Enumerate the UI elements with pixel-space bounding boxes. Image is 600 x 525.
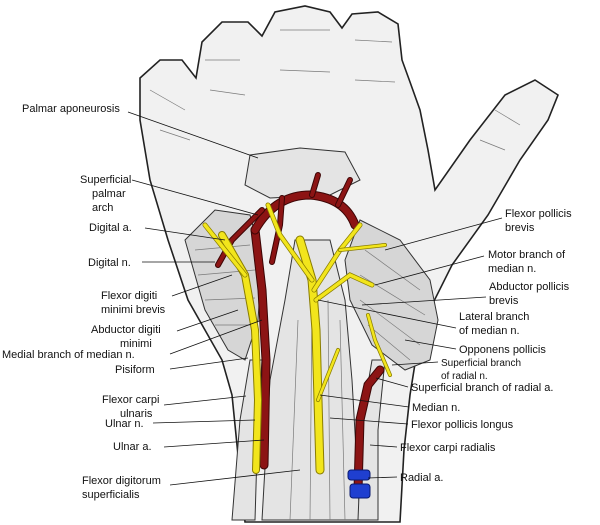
label-flexor-pollicis-brevis: Flexor pollicis [505, 208, 572, 220]
label-flexor-digiti-minimi-brevis: Flexor digiti [101, 290, 157, 302]
label-flexor-digiti-minimi-brevis-2: minimi brevis [101, 304, 166, 316]
radial-artery [353, 365, 385, 495]
label-abductor-pollicis-brevis-2: brevis [489, 295, 519, 307]
label-motor-branch-median-n: Motor branch of [488, 249, 566, 261]
label-median-n: Median n. [412, 402, 460, 414]
label-opponens-pollicis: Opponens pollicis [459, 344, 546, 356]
ulnar-artery [250, 225, 271, 470]
ulnar-nerve [202, 222, 263, 474]
label-lateral-branch-median-n: Lateral branch [459, 311, 529, 323]
label-lateral-branch-median-n-2: of median n. [459, 325, 520, 337]
label-ulnar-a: Ulnar a. [113, 441, 152, 453]
thenar-muscles [344, 219, 439, 371]
label-flexor-digitorum-superficialis: Flexor digitorum [82, 475, 161, 487]
leader-lines [127, 111, 503, 486]
label-ulnar-n: Ulnar n. [105, 418, 144, 430]
label-abductor-digiti-minimi: Abductor digiti [91, 324, 161, 336]
hypothenar-muscles [184, 209, 263, 361]
finger-detail [149, 29, 521, 151]
label-superficial-branch-radial-n: Superficial branch [441, 358, 521, 369]
label-superficial-palmar-arch-2: palmar [92, 188, 126, 200]
label-flexor-pollicis-brevis-2: brevis [505, 222, 535, 234]
median-nerve [265, 202, 387, 475]
label-flexor-carpi-ulnaris: Flexor carpi [102, 394, 159, 406]
label-palmar-aponeurosis: Palmar aponeurosis [22, 103, 120, 115]
label-pisiform: Pisiform [115, 364, 155, 376]
label-flexor-carpi-radialis: Flexor carpi radialis [400, 442, 496, 454]
label-flexor-digitorum-superficialis-2: superficialis [82, 489, 140, 501]
label-radial-a: Radial a. [400, 472, 443, 484]
digital-arteries [215, 172, 353, 268]
label-motor-branch-median-n-2: median n. [488, 263, 536, 275]
label-superficial-palmar-arch: Superficial [80, 174, 131, 186]
label-digital-n: Digital n. [88, 257, 131, 269]
label-flexor-pollicis-longus: Flexor pollicis longus [411, 419, 514, 431]
label-superficial-palmar-arch-3: arch [92, 202, 113, 214]
radial-vein [347, 469, 371, 499]
label-flexor-carpi-ulnaris-2: ulnaris [120, 408, 153, 420]
label-superficial-branch-radial-n-2: of radial n. [441, 371, 488, 382]
label-medial-branch-median-n: Medial branch of median n. [2, 349, 135, 361]
label-abductor-pollicis-brevis: Abductor pollicis [489, 281, 570, 293]
label-abductor-digiti-minimi-2: minimi [120, 338, 152, 350]
superficial-radial-nerve [366, 313, 392, 377]
label-digital-a: Digital a. [89, 222, 132, 234]
label-superficial-branch-radial-a: Superficial branch of radial a. [411, 382, 553, 394]
